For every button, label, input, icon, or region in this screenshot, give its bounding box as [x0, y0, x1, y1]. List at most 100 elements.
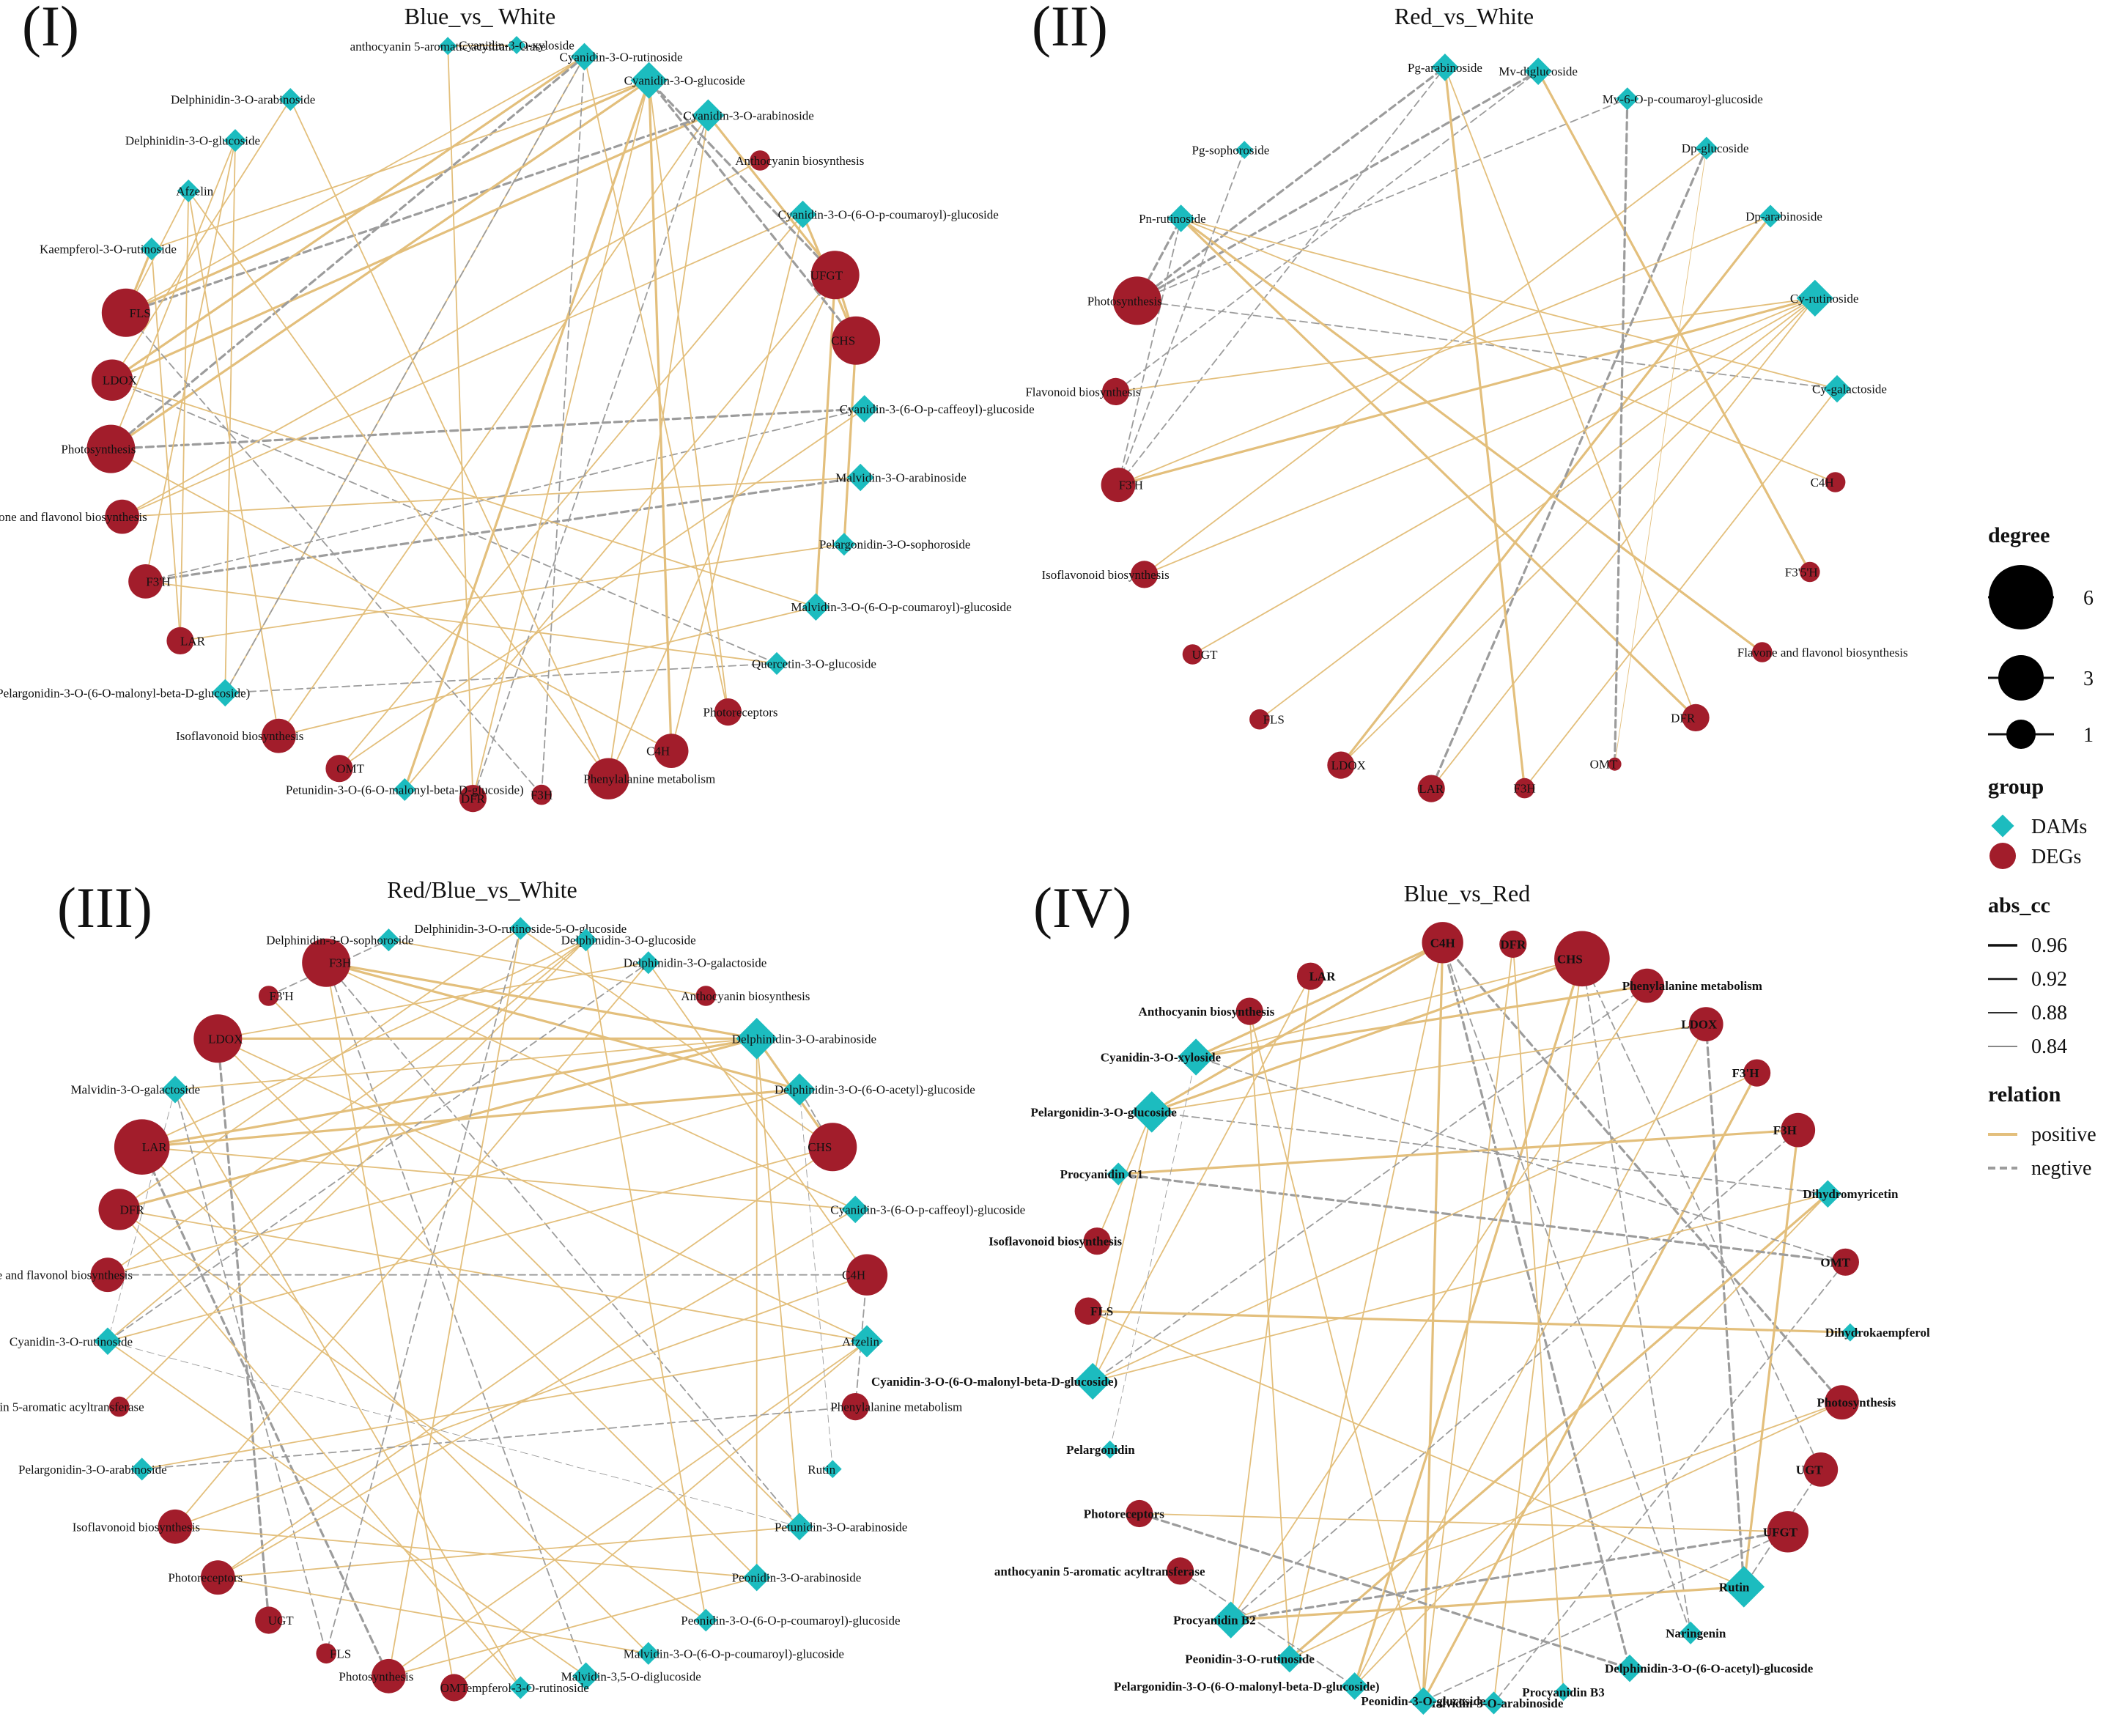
node-label: F3'H [146, 575, 170, 588]
dam-marker [823, 1460, 842, 1479]
edge-positive [217, 1146, 834, 1578]
legend-negative-label: negtive [2031, 1157, 2091, 1180]
edge-positive [1087, 1310, 1852, 1334]
node-label: UFGT [1763, 1525, 1798, 1539]
deg-marker [302, 938, 351, 987]
node-delphinidin-3-o-sophoroside: Delphinidin-3-O-sophoroside [266, 928, 413, 952]
edge-negative [325, 961, 800, 1528]
node-delphinidin-3-o-glucoside: Delphinidin-3-O-glucoside [561, 928, 696, 952]
edge-positive [174, 1274, 868, 1528]
node-label: Pelargonidin-3-O-sophoroside [819, 538, 971, 552]
dam-marker [630, 62, 668, 99]
node-label: Rutin [808, 1463, 835, 1477]
edge-positive [141, 1146, 857, 1211]
node-label: Pelargonidin [1066, 1443, 1135, 1457]
edge-negative [1117, 1172, 1847, 1263]
node-c4h: C4H [1811, 472, 1846, 492]
edge-positive [843, 339, 857, 546]
node-label: Dihydrokaempferol [1825, 1326, 1930, 1340]
node-fls: FLS [101, 288, 151, 337]
node-chs: CHS [831, 316, 881, 365]
edge-positive [1117, 1129, 1800, 1175]
deg-marker [1831, 1248, 1859, 1276]
edge-positive [141, 1088, 801, 1148]
node-flavone-and-flavonol-biosynthesis: Flavone and flavonol biosynthesis [0, 1257, 133, 1293]
edge-positive [388, 939, 707, 997]
node-c4h: C4H [842, 1254, 888, 1296]
dam-marker [278, 88, 302, 111]
node-label: Phenylalanine metabolism [830, 1400, 962, 1414]
node-label: OMT [1820, 1255, 1850, 1269]
node-f3h: F3H [1513, 777, 1536, 799]
node-delphinidin-3-o-arabinoside: Delphinidin-3-O-arabinoside [732, 1018, 876, 1060]
node-procyanidin-b3: Procyanidin B3 [1522, 1683, 1605, 1702]
edge-negative [1179, 1570, 1356, 1687]
deg-marker [86, 424, 136, 473]
node-cyanidin-3-o-6-o-malonyl-beta-d-glucoside: Cyanidin-3-O-(6-O-malonyl-beta-D-glucosi… [871, 1362, 1117, 1400]
node-label: Phenylalanine metabolism [583, 772, 715, 786]
node-label: Peonidin-3-O-(6-O-p-coumaroyl)-glucoside [681, 1614, 900, 1628]
node-label: Cyanidin-3-O-arabinoside [683, 108, 813, 122]
deg-marker [255, 1606, 283, 1634]
edge-negative [1581, 958, 1822, 1471]
edge-negative [1150, 1111, 1829, 1195]
edge-negative [1109, 1057, 1197, 1450]
node-label: Cy-rutinoside [1790, 292, 1859, 306]
edge-positive [1288, 1192, 1829, 1661]
node-isoflavonoid-biosynthesis: Isoflavonoid biosynthesis [73, 1509, 200, 1544]
node-label: Isoflavonoid biosynthesis [989, 1235, 1122, 1249]
edge-negative [1136, 70, 1540, 302]
edge-positive [1537, 70, 1811, 574]
dam-marker [637, 1641, 660, 1665]
node-f3h: F3H [302, 938, 351, 987]
edge-negative [224, 56, 585, 694]
node-flavone-and-flavonol-biosynthesis: Flavone and flavonol biosynthesis [1737, 642, 1908, 662]
node-label: Malvidin-3,5-O-diglucoside [561, 1669, 701, 1683]
node-dp-glucoside: Dp-glucoside [1682, 136, 1748, 160]
node-label: anthocyanin 5-aromatic acyltransferase [0, 1400, 144, 1414]
edge-negative [647, 78, 857, 342]
node-label: LAR [180, 634, 206, 648]
node-lar: LAR [166, 627, 206, 655]
deg-marker [325, 755, 353, 783]
edge-negative [325, 928, 522, 1655]
node-label: F3'5'H [1785, 566, 1818, 580]
node-ldox: LDOX [1327, 751, 1366, 779]
deg-marker [91, 359, 133, 401]
edge-negative [1117, 149, 1246, 486]
legend-degree-6-circle [1989, 565, 2053, 629]
node-label: Phenylalanine metabolism [1622, 979, 1762, 993]
panel-1-roman: (I) [22, 0, 79, 58]
panel-3: (III) Red/Blue_vs_White Delphinidin-3-O-… [0, 876, 1025, 1702]
edge-positive [1289, 942, 1444, 1660]
edge-positive [278, 606, 817, 737]
node-petunidin-3-o-arabinoside: Petunidin-3-O-arabinoside [775, 1512, 907, 1540]
node-photoreceptors: Photoreceptors [1084, 1499, 1164, 1528]
node-label: Cy-galactoside [1812, 383, 1887, 396]
deg-marker [810, 251, 860, 300]
node-photosynthesis: Photosynthesis [61, 424, 136, 473]
edge-positive [217, 1576, 649, 1655]
dam-marker [1074, 1362, 1112, 1400]
edge-negative [1441, 941, 1631, 1670]
edge-positive [267, 995, 800, 1528]
deg-marker [1422, 922, 1463, 964]
edge-positive [1512, 944, 1564, 1693]
dam-marker [692, 99, 725, 132]
node-label: F3H [329, 956, 351, 970]
node-f3-h: F3'H [258, 986, 294, 1006]
node-ufgt: UFGT [810, 251, 860, 300]
dam-marker [1616, 87, 1639, 111]
deg-marker [654, 734, 689, 768]
edge-positive [174, 961, 649, 1528]
deg-marker [166, 627, 194, 655]
deg-marker [90, 1257, 125, 1293]
deg-marker [128, 564, 163, 599]
node-flavonoid-biosynthesis: Flavonoid biosynthesis [1025, 377, 1141, 406]
node-label: Malvidin-3-O-galactoside [70, 1083, 200, 1097]
node-afzelin: Afzelin [176, 179, 214, 203]
node-phenylalanine-metabolism: Phenylalanine metabolism [583, 758, 715, 799]
node-omt: OMT [440, 1674, 468, 1702]
edge-positive [1422, 1071, 1759, 1702]
node-label: Pelargonidin-3-O-(6-O-malonyl-beta-D-glu… [0, 687, 250, 701]
